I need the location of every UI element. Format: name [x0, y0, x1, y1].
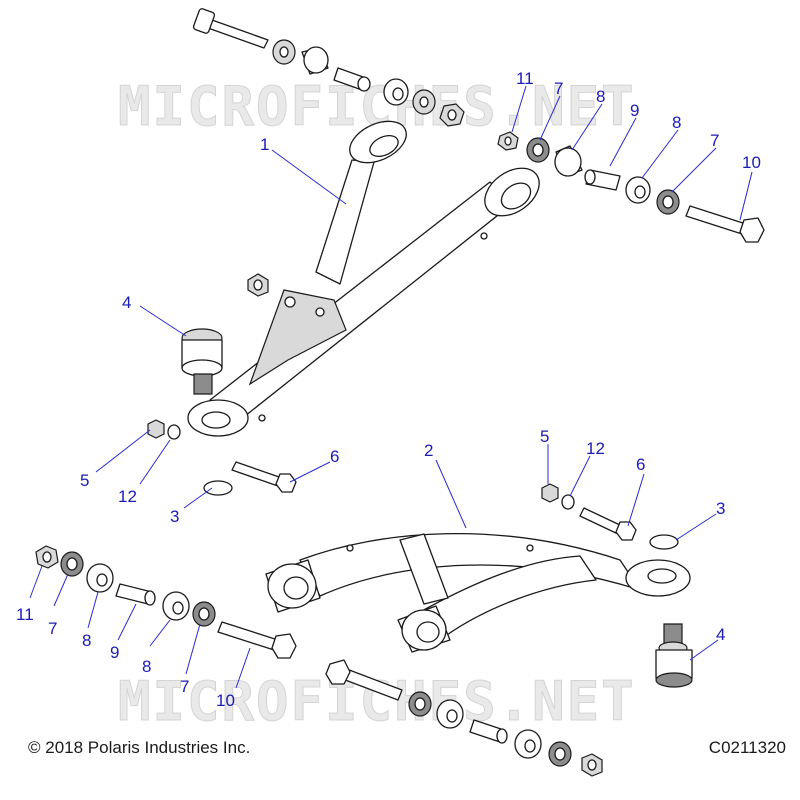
- nut-5-upper: [147, 419, 165, 439]
- callout-2: 2: [424, 441, 433, 460]
- upper-right-pivot-hardware: [497, 131, 765, 243]
- callout-4-upper: 4: [122, 293, 131, 312]
- watermark-bottom: MICROFICHES.NET: [118, 670, 636, 733]
- callout-6-upper: 6: [330, 447, 339, 466]
- nut-11-upper: [497, 131, 519, 151]
- callout-3-lower: 3: [716, 499, 725, 518]
- bolt-bottom-long: [325, 659, 403, 701]
- callout-8-upper-a: 8: [596, 87, 605, 106]
- ball-joint-upper: [181, 328, 223, 395]
- bushing-8-lower-a: [86, 563, 114, 593]
- nut-upper-arm: [247, 273, 269, 297]
- lower-arm-rear-pivot: [397, 605, 451, 653]
- watermark-top: MICROFICHES.NET: [118, 75, 636, 138]
- bushing-top-1: [301, 46, 329, 75]
- callout-8-lower-a: 8: [82, 631, 91, 650]
- copyright-notice: © 2018 Polaris Industries Inc.: [28, 738, 251, 757]
- top-pivot-hardware: [192, 8, 465, 127]
- sleeve-9-lower: [115, 583, 156, 606]
- callout-4-lower: 4: [716, 625, 725, 644]
- circlip-upper: [203, 480, 233, 496]
- callout-8-upper-b: 8: [672, 113, 681, 132]
- callout-11-lower: 11: [16, 605, 34, 624]
- bolt-6-upper: [231, 461, 297, 493]
- callout-7-upper-b: 7: [710, 131, 719, 150]
- callout-7-lower-b: 7: [180, 677, 189, 696]
- callout-12-lower: 12: [586, 439, 605, 458]
- callout-1: 1: [260, 135, 269, 154]
- nut-bottom: [581, 753, 603, 777]
- callout-leaders: [29, 85, 753, 689]
- callout-12-upper: 12: [118, 487, 137, 506]
- callout-8-lower-b: 8: [142, 657, 151, 676]
- washer-12-upper: [167, 424, 181, 440]
- callout-labels: 1 2 3 3 4 4 5 5 6 6 7 7 7 7 8 8 8 8 9 9 …: [16, 69, 761, 710]
- callout-11-upper: 11: [516, 69, 534, 88]
- callout-10-lower: 10: [216, 691, 235, 710]
- bottom-pivot-hardware: [325, 659, 603, 777]
- sleeve-top: [333, 67, 371, 92]
- washer-7-lower-b: [192, 601, 216, 627]
- callout-7-lower-a: 7: [48, 619, 57, 638]
- washer-7-upper-b: [656, 189, 680, 215]
- washer-bottom-2: [548, 741, 572, 767]
- circlip-lower: [649, 534, 679, 550]
- bushing-8-upper-b: [625, 176, 651, 204]
- callout-7-upper-a: 7: [554, 79, 563, 98]
- washer-bottom-1: [408, 691, 432, 717]
- sleeve-bottom: [469, 719, 508, 744]
- washer-7-upper-a: [526, 137, 550, 163]
- lower-left-pivot-hardware: [35, 545, 297, 659]
- bolt-top-long: [192, 8, 269, 49]
- callout-6-lower: 6: [636, 455, 645, 474]
- sleeve-9-upper: [584, 169, 621, 191]
- nut-top: [439, 103, 465, 127]
- callout-3-upper: 3: [170, 507, 179, 526]
- bolt-10-upper: [685, 205, 765, 243]
- lower-control-arm: [265, 532, 691, 653]
- bolt-10-lower: [217, 621, 297, 659]
- callout-10-upper: 10: [742, 153, 761, 172]
- callout-5-lower: 5: [540, 427, 549, 446]
- bushing-bottom-1: [436, 699, 464, 729]
- washer-12-lower: [561, 494, 575, 510]
- callout-5-upper: 5: [80, 471, 89, 490]
- callout-9-lower: 9: [110, 643, 119, 662]
- bushing-bottom-2: [514, 729, 542, 759]
- nut-5-lower: [541, 483, 559, 503]
- washer-7-lower-a: [60, 551, 84, 577]
- bolt-6-lower: [579, 507, 637, 541]
- upper-control-arm: [187, 120, 540, 437]
- nut-11-lower: [35, 545, 59, 569]
- ball-joint-lower: [655, 623, 693, 688]
- bushing-8-lower-b: [162, 591, 190, 621]
- callout-9-upper: 9: [630, 101, 639, 120]
- bushing-top-2: [383, 78, 409, 106]
- diagram-code: C0211320: [708, 738, 786, 757]
- bushing-8-upper-a: [554, 145, 583, 177]
- lower-arm-front-pivot: [265, 559, 321, 613]
